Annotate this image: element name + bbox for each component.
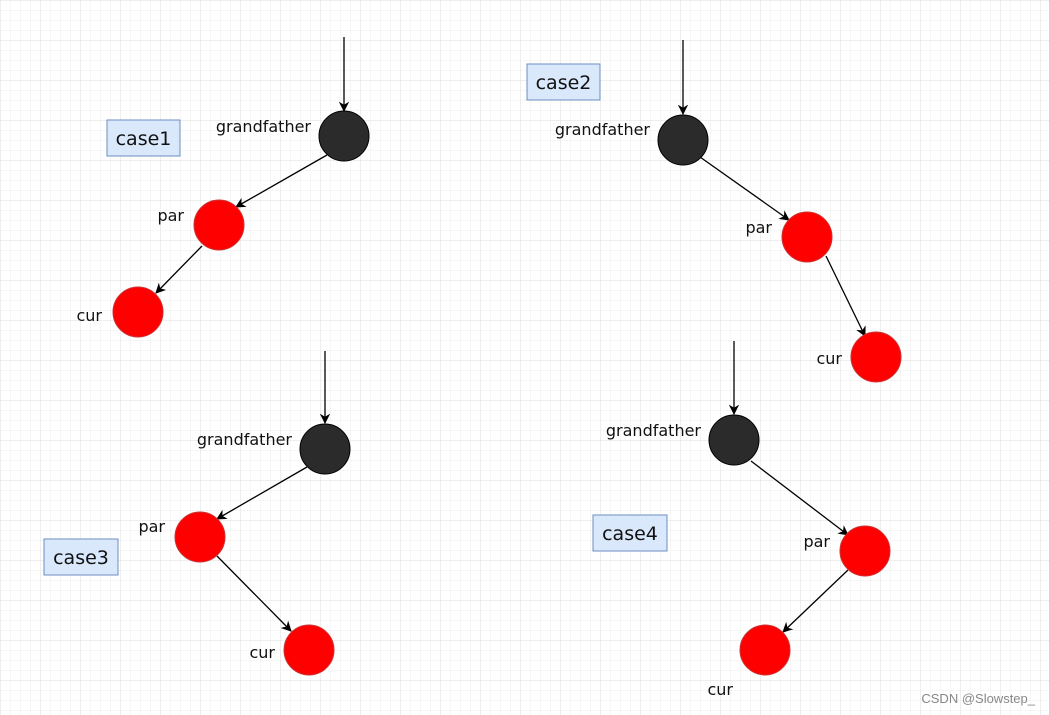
case3-box-bg xyxy=(43,538,119,576)
case3-box: case3 xyxy=(43,538,119,576)
case3-par-node xyxy=(174,511,226,563)
case2-edge-par-cur xyxy=(825,255,866,337)
case1-grandfather-node xyxy=(318,110,370,162)
case4-box: case4 xyxy=(592,514,668,552)
case1-cur-node xyxy=(112,286,164,338)
case4-edge-grandfather-par xyxy=(750,460,849,536)
case1-box-bg xyxy=(106,119,181,157)
case2-grandfather-label: grandfather xyxy=(555,120,651,139)
case1-grandfather-label: grandfather xyxy=(216,117,312,136)
case4-group: case4 grandfather par cur xyxy=(592,341,891,699)
case2-grandfather-node xyxy=(657,114,709,166)
case2-box-label: case2 xyxy=(536,72,592,94)
case1-par-node xyxy=(193,199,245,251)
case3-edge-par-cur xyxy=(216,555,292,632)
case4-par-node xyxy=(839,525,891,577)
case1-box: case1 xyxy=(106,119,181,157)
case2-cur-label: cur xyxy=(816,349,842,368)
case3-group: case3 grandfather par cur xyxy=(43,351,351,676)
case4-edge-par-cur xyxy=(782,569,849,633)
case1-box-label: case1 xyxy=(116,128,172,150)
case2-par-label: par xyxy=(745,218,772,237)
case4-box-label: case4 xyxy=(602,523,658,545)
case2-edge-grandfather-par xyxy=(699,156,790,221)
case2-par-node xyxy=(781,211,833,263)
case1-edge-par-cur xyxy=(155,245,203,294)
case1-cur-label: cur xyxy=(76,306,102,325)
case1-edge-grandfather-par xyxy=(235,154,328,208)
case4-grandfather-node xyxy=(708,414,760,466)
watermark: CSDN @Slowstep_ xyxy=(921,691,1035,706)
case3-box-label: case3 xyxy=(53,547,109,569)
case3-cur-label: cur xyxy=(249,643,275,662)
case3-cur-node xyxy=(283,624,335,676)
case4-par-label: par xyxy=(803,532,830,551)
case2-box: case2 xyxy=(526,63,601,101)
case3-par-label: par xyxy=(138,517,165,536)
case3-grandfather-node xyxy=(299,423,351,475)
case3-edge-grandfather-par xyxy=(216,466,308,520)
case4-box-bg xyxy=(592,514,668,552)
case4-cur-label: cur xyxy=(707,680,733,699)
case1-group: case1 grandfather par cur xyxy=(76,37,370,338)
case2-cur-node xyxy=(850,331,902,383)
case4-cur-node xyxy=(739,624,791,676)
case2-group: case2 grandfather par cur xyxy=(526,40,902,383)
case4-grandfather-label: grandfather xyxy=(606,421,702,440)
case3-grandfather-label: grandfather xyxy=(197,430,293,449)
case2-box-bg xyxy=(526,63,601,101)
case1-par-label: par xyxy=(157,206,184,225)
